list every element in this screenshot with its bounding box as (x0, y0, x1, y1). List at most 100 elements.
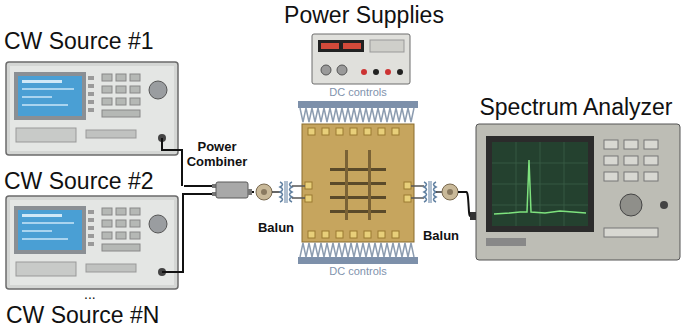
probe-needles (300, 243, 414, 257)
cable (162, 138, 180, 150)
digits (321, 43, 339, 49)
transformer-coil (424, 182, 427, 202)
transformer-core (429, 181, 431, 203)
transformer-core (285, 181, 287, 203)
knob (337, 65, 347, 75)
transformer-coil (280, 182, 283, 202)
key (644, 172, 658, 181)
instrument-node: Spectrum Analyzer (470, 94, 682, 262)
probe-bar (298, 101, 418, 108)
bond-pad (322, 128, 329, 135)
combiner-port (212, 192, 216, 196)
wire (411, 186, 424, 198)
bond-pad (350, 128, 357, 135)
bond-pad (305, 182, 312, 189)
key (624, 172, 638, 181)
bond-pad (378, 231, 385, 238)
key (644, 140, 658, 149)
signal-generator-picture (6, 62, 178, 155)
circuit-trace (330, 210, 386, 213)
bond-pad (378, 128, 385, 135)
bond-pad (336, 128, 343, 135)
terminal (361, 69, 367, 75)
circuit-trace (345, 150, 348, 220)
component-label: Power Combiner (182, 140, 252, 170)
cable (466, 192, 470, 216)
key (604, 140, 618, 149)
cable (458, 191, 466, 193)
bond-pads (305, 128, 411, 238)
terminal (373, 69, 379, 75)
instrument-title: CW Source #2 (4, 168, 154, 194)
component-node: Balun (254, 184, 298, 236)
cable (180, 150, 182, 186)
spectrum-analyzer-picture (476, 124, 680, 260)
balun-pin (447, 189, 453, 195)
keypad (604, 140, 658, 237)
knob (620, 194, 642, 216)
key (624, 140, 638, 149)
signal-label: DC controls (329, 265, 386, 278)
combiner-port (248, 189, 252, 195)
bond-pad (350, 231, 357, 238)
chip-die (302, 124, 414, 242)
bond-pad (308, 128, 315, 135)
power-supply-picture (312, 34, 410, 84)
balun-connector (442, 184, 458, 200)
circuit-trace (330, 182, 386, 185)
instrument-title: Spectrum Analyzer (479, 94, 672, 120)
circuit-trace (368, 150, 371, 220)
probe-bar (298, 257, 418, 264)
cable (252, 191, 254, 193)
key (604, 172, 618, 181)
key (624, 156, 638, 165)
ellipsis-note: ... (84, 286, 96, 302)
cable (180, 194, 183, 272)
terminal (385, 69, 391, 75)
bond-pad (404, 195, 411, 202)
transformer-coil (290, 182, 293, 202)
circuit-trace (330, 196, 386, 199)
bond-pad (305, 195, 312, 202)
cable (162, 271, 180, 273)
display (318, 40, 364, 52)
instrument-node: CW Source #2 (4, 168, 180, 290)
probe-needles (300, 108, 414, 122)
component-label: Balun (423, 229, 459, 244)
component-node: Balun (416, 184, 466, 244)
screen-grid (492, 142, 588, 226)
key (644, 156, 658, 165)
bond-pad (322, 231, 329, 238)
input-connector (660, 201, 668, 209)
wire (292, 186, 305, 198)
wire (436, 191, 442, 193)
key (604, 228, 658, 237)
instrument-node: CW Source #1 (4, 28, 180, 156)
circuit-trace (330, 168, 386, 171)
balun-connector (256, 184, 272, 200)
component-label: Balun (258, 221, 294, 236)
key (604, 156, 618, 165)
combiner-port (212, 184, 216, 188)
cable-plug (470, 212, 476, 220)
knob (321, 65, 331, 75)
button-row (370, 40, 404, 52)
bond-pad (404, 182, 411, 189)
spectrum-trace (494, 160, 586, 214)
digits (343, 43, 361, 49)
screen (492, 142, 588, 226)
terminal (397, 69, 403, 75)
instrument-title: Power Supplies (284, 2, 444, 28)
screen-bezel (486, 136, 594, 232)
signal-label: DC controls (329, 86, 386, 99)
instrument-title: CW Source #1 (4, 28, 154, 54)
component-node: Power Combiner (182, 140, 252, 200)
instrument-label: CW Source #N (6, 302, 159, 328)
bond-pad (392, 231, 399, 238)
balun-pin (261, 189, 267, 195)
bond-pad (392, 128, 399, 135)
bond-pad (364, 231, 371, 238)
power-combiner-picture (216, 182, 248, 198)
brand-strip (486, 238, 526, 246)
